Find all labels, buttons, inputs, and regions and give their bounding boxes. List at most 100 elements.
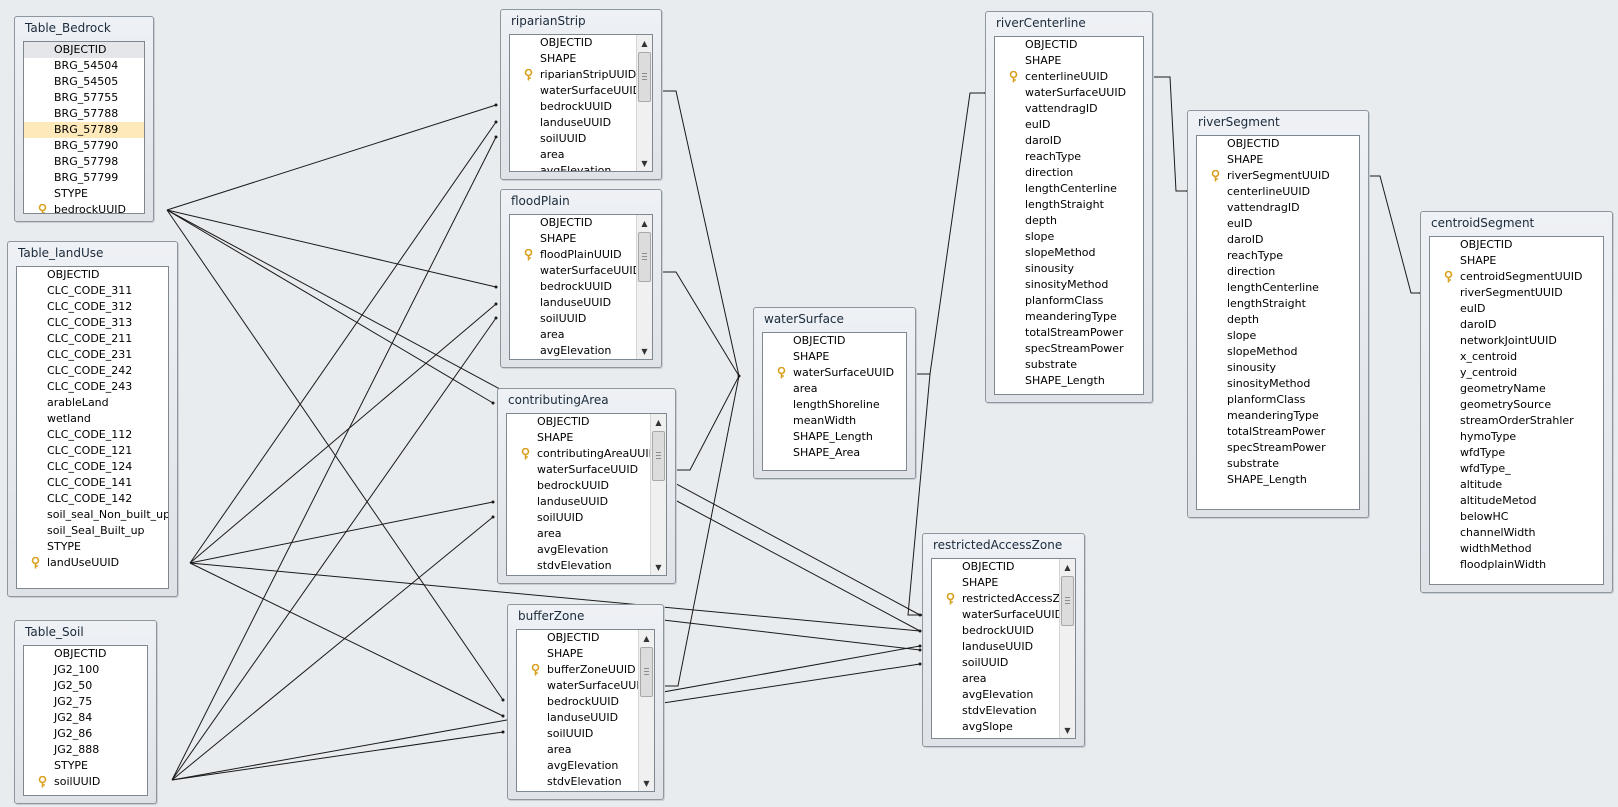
field-row[interactable]: area	[763, 381, 906, 397]
field-row[interactable]: BRG_57790	[24, 138, 144, 154]
field-row[interactable]: OBJECTID	[24, 646, 147, 662]
field-row[interactable]: totalStreamPower	[1197, 424, 1359, 440]
field-row[interactable]: stdvElevation	[517, 774, 639, 790]
field-row[interactable]: riparianStripUUID	[510, 67, 637, 83]
field-row[interactable]: streamOrderStrahler	[1430, 413, 1603, 429]
field-row[interactable]: soilUUID	[24, 774, 147, 790]
field-row[interactable]: soilUUID	[510, 131, 637, 147]
field-row[interactable]: area	[517, 742, 639, 758]
field-row[interactable]: altitude	[1430, 477, 1603, 493]
field-row[interactable]: contributingAreaUUID	[507, 446, 651, 462]
field-row[interactable]: bedrockUUID	[517, 694, 639, 710]
arrow-down-icon[interactable]: ▼	[643, 778, 650, 788]
field-row[interactable]: meanderingType	[995, 309, 1143, 325]
field-row[interactable]: JG2_100	[24, 662, 147, 678]
field-row[interactable]: direction	[1197, 264, 1359, 280]
field-row[interactable]: y_centroid	[1430, 365, 1603, 381]
field-row[interactable]: JG2_86	[24, 726, 147, 742]
field-row[interactable]: depth	[995, 213, 1143, 229]
field-row[interactable]: CLC_CODE_112	[17, 427, 168, 443]
field-row[interactable]: CLC_CODE_124	[17, 459, 168, 475]
field-row[interactable]: landuseUUID	[517, 710, 639, 726]
field-row[interactable]: CLC_CODE_231	[17, 347, 168, 363]
field-row[interactable]: JG2_888	[24, 742, 147, 758]
field-row[interactable]: JG2_84	[24, 710, 147, 726]
field-row[interactable]: planformClass	[995, 293, 1143, 309]
field-row[interactable]: avgSlope	[932, 719, 1060, 735]
field-row[interactable]: CLC_CODE_211	[17, 331, 168, 347]
field-row[interactable]: bedrockUUID	[507, 478, 651, 494]
field-row[interactable]: landuseUUID	[510, 295, 637, 311]
field-row[interactable]: soilUUID	[517, 726, 639, 742]
field-row[interactable]: bedrockUUID	[510, 279, 637, 295]
arrow-down-icon[interactable]: ▼	[1064, 725, 1071, 735]
field-row[interactable]: area	[507, 526, 651, 542]
field-row[interactable]: CLC_CODE_121	[17, 443, 168, 459]
field-row[interactable]: floodPlainUUID	[510, 247, 637, 263]
field-row[interactable]: slopeMethod	[995, 245, 1143, 261]
field-row[interactable]: hymoType	[1430, 429, 1603, 445]
field-row[interactable]: vattendragID	[1197, 200, 1359, 216]
field-row[interactable]: SHAPE	[517, 646, 639, 662]
field-row[interactable]: SHAPE	[510, 231, 637, 247]
field-row[interactable]: OBJECTID	[1197, 136, 1359, 152]
field-row[interactable]: wetland	[17, 411, 168, 427]
field-list[interactable]: OBJECTIDSHAPErestrictedAccessZonewaterSu…	[931, 558, 1076, 739]
field-row[interactable]: geometrySource	[1430, 397, 1603, 413]
field-row[interactable]: euID	[1197, 216, 1359, 232]
field-row[interactable]: lengthCenterline	[1197, 280, 1359, 296]
field-row[interactable]: restrictedAccessZone	[932, 591, 1060, 607]
field-row[interactable]: x_centroid	[1430, 349, 1603, 365]
field-row[interactable]: riverSegmentUUID	[1430, 285, 1603, 301]
field-row[interactable]: belowHC	[1430, 509, 1603, 525]
field-row[interactable]: euID	[1430, 301, 1603, 317]
field-row[interactable]: soilUUID	[510, 311, 637, 327]
field-row[interactable]: waterSurfaceUUID	[507, 462, 651, 478]
field-row[interactable]: waterSurfaceUUID	[763, 365, 906, 381]
field-row[interactable]: CLC_CODE_142	[17, 491, 168, 507]
field-row[interactable]: specStreamPower	[995, 341, 1143, 357]
field-row[interactable]: STYPE	[24, 758, 147, 774]
scrollbar-thumb[interactable]	[652, 431, 665, 481]
field-row[interactable]: stdvElevation	[507, 558, 651, 574]
field-row[interactable]: meanderingType	[1197, 408, 1359, 424]
field-row[interactable]: depth	[1197, 312, 1359, 328]
field-row[interactable]: waterSurfaceUUID	[995, 85, 1143, 101]
field-row[interactable]: SHAPE_Area	[763, 445, 906, 461]
field-row[interactable]: STYPE	[17, 539, 168, 555]
field-row[interactable]: bedrockUUID	[932, 623, 1060, 639]
field-row[interactable]: centerlineUUID	[995, 69, 1143, 85]
field-row[interactable]: specStreamPower	[1197, 440, 1359, 456]
field-row[interactable]: JG2_75	[24, 694, 147, 710]
field-row[interactable]: wfdType_	[1430, 461, 1603, 477]
field-row[interactable]: slope	[1197, 328, 1359, 344]
field-row[interactable]: landuseUUID	[507, 494, 651, 510]
field-row[interactable]: avgElevation	[507, 542, 651, 558]
field-row[interactable]: waterSurfaceUUID	[510, 263, 637, 279]
field-row[interactable]: CLC_CODE_141	[17, 475, 168, 491]
field-row[interactable]: euID	[995, 117, 1143, 133]
field-row[interactable]: area	[510, 327, 637, 343]
field-row[interactable]: geometryName	[1430, 381, 1603, 397]
scrollbar-thumb[interactable]	[638, 52, 651, 102]
field-row[interactable]: planformClass	[1197, 392, 1359, 408]
field-row[interactable]: waterSurfaceUUID	[932, 607, 1060, 623]
field-row[interactable]: OBJECTID	[995, 37, 1143, 53]
field-row[interactable]: arableLand	[17, 395, 168, 411]
field-row[interactable]: SHAPE_Length	[763, 429, 906, 445]
field-row[interactable]: landUseUUID	[17, 555, 168, 571]
field-row[interactable]: area	[932, 671, 1060, 687]
